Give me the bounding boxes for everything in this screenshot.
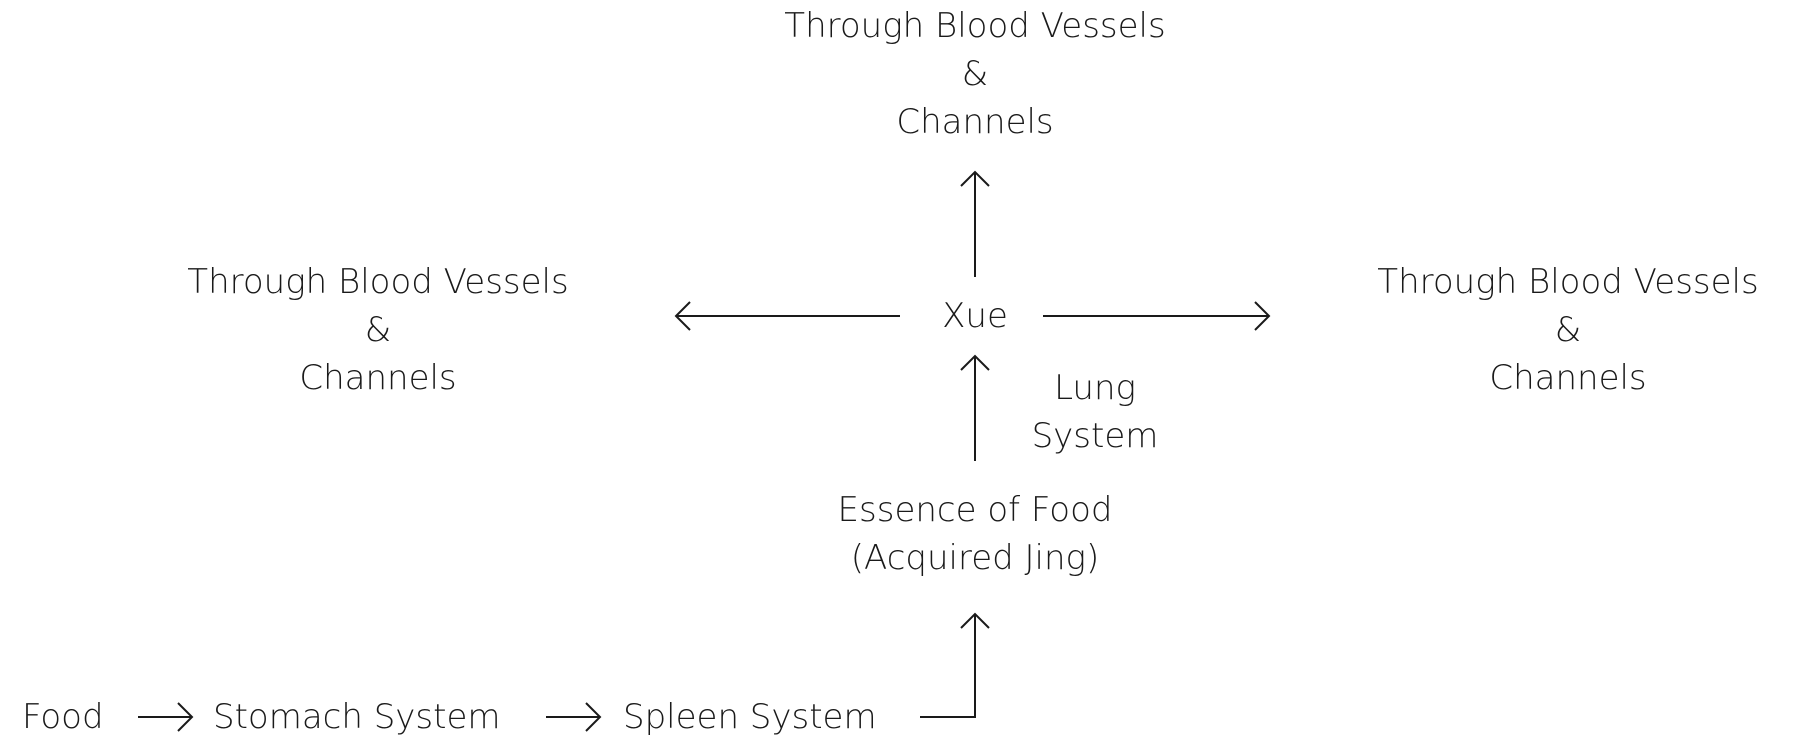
left-node-line1: Through Blood Vessels xyxy=(187,262,569,302)
arrow-food-to-stomach xyxy=(138,702,194,732)
lung-system-label: Lung System xyxy=(1010,364,1180,460)
lung-label-line1: Lung xyxy=(1054,368,1136,408)
essence-node-line1: Essence of Food xyxy=(837,490,1113,530)
stomach-system-node: Stomach System xyxy=(213,697,501,737)
essence-node: Essence of Food (Acquired Jing) xyxy=(795,486,1155,582)
arrow-spleen-to-essence xyxy=(920,612,990,718)
right-node-line2: & xyxy=(1554,310,1582,350)
left-node-line2: & xyxy=(364,310,392,350)
arrow-xue-to-right xyxy=(1043,301,1271,331)
left-node: Through Blood Vessels & Channels xyxy=(166,258,590,402)
arrow-stomach-to-spleen xyxy=(546,702,602,732)
right-node-line3: Channels xyxy=(1489,358,1647,398)
lung-label-line2: System xyxy=(1031,416,1159,456)
essence-node-line2: (Acquired Jing) xyxy=(850,538,1100,578)
top-node-line1: Through Blood Vessels xyxy=(784,6,1166,46)
top-node-line2: & xyxy=(961,54,989,94)
top-node-line3: Channels xyxy=(896,102,1054,142)
food-node: Food xyxy=(22,697,104,737)
arrow-xue-to-left xyxy=(674,301,900,331)
top-node: Through Blood Vessels & Channels xyxy=(763,2,1187,146)
right-node: Through Blood Vessels & Channels xyxy=(1356,258,1780,402)
arrow-xue-to-top xyxy=(960,170,990,277)
xue-node: Xue xyxy=(942,296,1008,336)
spleen-system-node: Spleen System xyxy=(623,697,877,737)
arrow-essence-to-xue xyxy=(960,354,990,461)
right-node-line1: Through Blood Vessels xyxy=(1377,262,1759,302)
left-node-line3: Channels xyxy=(299,358,457,398)
